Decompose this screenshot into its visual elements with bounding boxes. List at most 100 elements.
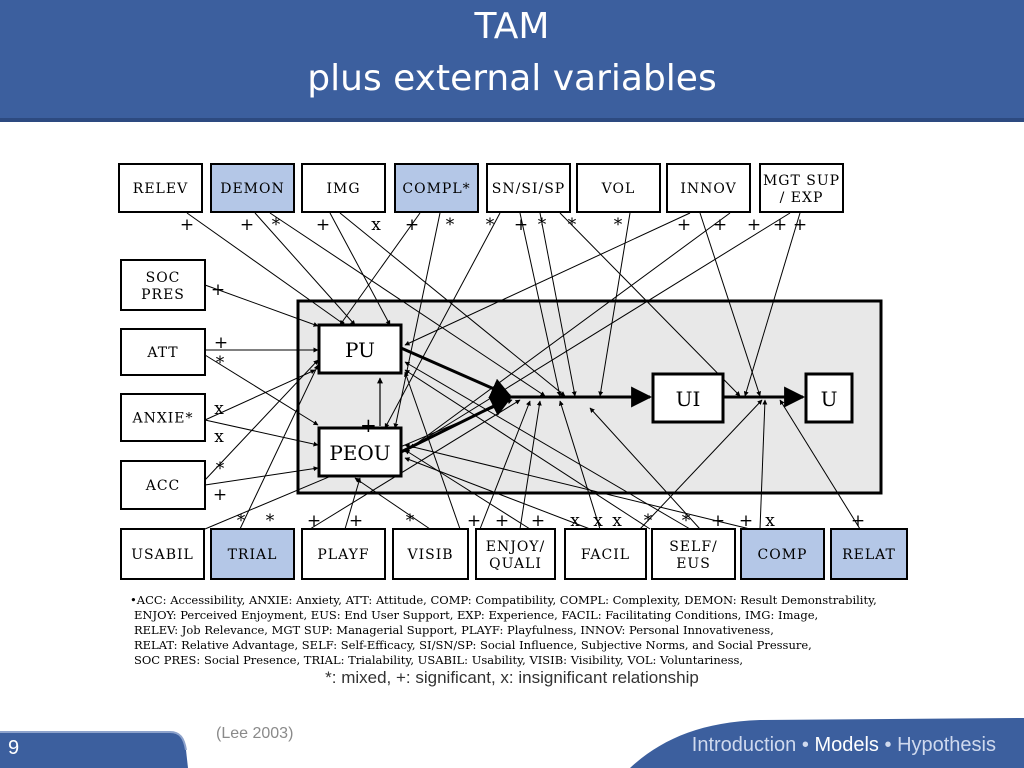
relationship-mark: *: [216, 459, 225, 479]
box-usabil: USABIL: [120, 528, 205, 580]
relationship-mark: +: [213, 485, 227, 505]
box-playf: PLAYF: [301, 528, 386, 580]
external-arrow: [186, 212, 346, 326]
relationship-mark: +: [739, 511, 753, 531]
external-arrow: [204, 466, 319, 486]
external-arrow: [699, 212, 761, 397]
external-arrow: [204, 359, 319, 481]
nav-hypothesis[interactable]: Hypothesis: [897, 734, 996, 756]
relationship-mark: +: [240, 215, 254, 235]
external-arrow: [404, 212, 691, 346]
external-arrow: [339, 212, 566, 397]
external-arrow: [479, 400, 531, 530]
relationship-mark: +: [316, 215, 330, 235]
relationship-mark: *: [538, 215, 547, 235]
nav-introduction[interactable]: Introduction: [691, 734, 797, 756]
external-arrow: [354, 477, 431, 530]
external-arrow: [759, 399, 768, 530]
box-label: VISIB: [406, 547, 453, 563]
external-arrow: [404, 443, 751, 530]
relationship-mark: +: [677, 215, 691, 235]
core-label: UI: [676, 387, 701, 411]
relationship-mark: *: [266, 511, 275, 531]
relationship-mark: +: [405, 215, 419, 235]
relationship-mark: +: [514, 215, 528, 235]
box-innov: INNOV: [666, 163, 751, 213]
section-nav: Introduction • Models • Hypothesis: [692, 734, 996, 757]
box-label: RELAT: [842, 547, 896, 563]
core-label: PEOU: [329, 441, 390, 465]
core-u: U: [804, 372, 854, 424]
relationship-mark: +: [214, 333, 228, 353]
box-anxie: ANXIE*: [120, 393, 206, 442]
box-label: SN/SI/SP: [492, 181, 565, 197]
relationship-mark: +: [793, 215, 807, 235]
box-label: INNOV: [680, 181, 736, 197]
relationship-mark: *: [568, 215, 577, 235]
box-img: IMG: [301, 163, 386, 213]
peou-pu-sign: +: [360, 413, 377, 437]
relationship-mark: +: [467, 511, 481, 531]
box-acc: ACC: [120, 460, 206, 510]
box-label-line1: MGT SUP: [763, 173, 840, 189]
box-vol: VOL: [576, 163, 661, 213]
core-peou: PEOU: [317, 426, 403, 478]
external-arrow: [404, 212, 731, 453]
legend-line: RELAT: Relative Advantage, SELF: Self-Ef…: [134, 638, 812, 652]
nav-models[interactable]: Models: [814, 734, 879, 756]
external-arrow: [589, 407, 701, 530]
box-label-line1: SELF/: [669, 539, 718, 555]
relationship-mark: x: [570, 511, 580, 531]
relationship-mark: *: [682, 511, 691, 531]
external-arrow: [519, 400, 542, 530]
box-mgt-sup-exp: MGT SUP/ EXP: [759, 163, 844, 213]
relationship-mark: x: [214, 427, 224, 447]
box-label-line2: QUALI: [489, 556, 542, 572]
relationship-mark: +: [307, 511, 321, 531]
abbreviation-legend: •ACC: Accessibility, ANXIE: Anxiety, ATT…: [130, 593, 930, 668]
external-arrow: [779, 399, 861, 530]
page-number: 9: [8, 737, 20, 759]
box-label: USABIL: [131, 547, 194, 563]
external-arrow: [409, 212, 791, 449]
external-arrow: [204, 369, 316, 421]
external-arrow: [393, 212, 441, 429]
box-label-line1: SOC: [146, 270, 181, 286]
relationship-mark: +: [349, 511, 363, 531]
box-att: ATT: [120, 328, 206, 376]
relationship-mark: +: [531, 511, 545, 531]
relationship-mark: *: [446, 215, 455, 235]
external-arrow: [254, 212, 356, 326]
relationship-mark: x: [214, 399, 224, 419]
box-label: ATT: [146, 345, 178, 361]
slide-subtitle: plus external variables: [307, 58, 717, 99]
relationship-mark: +: [747, 215, 761, 235]
box-label: PLAYF: [317, 547, 369, 563]
relationship-mark: x: [593, 511, 603, 531]
slide-footer: [0, 718, 1024, 768]
box-visib: VISIB: [392, 528, 469, 580]
core-label: PU: [345, 338, 375, 362]
relationship-mark: x: [612, 511, 622, 531]
relationship-mark: +: [180, 215, 194, 235]
external-arrow: [743, 212, 801, 397]
box-label-line2: EUS: [676, 556, 711, 572]
box-label: RELEV: [133, 181, 188, 197]
relationship-mark: *: [272, 215, 281, 235]
relationship-mark: *: [486, 215, 495, 235]
box-label-line1: ENJOY/: [486, 539, 546, 555]
relationship-arrows: [186, 212, 861, 530]
external-arrow: [204, 419, 319, 447]
box-label-line2: PRES: [141, 287, 185, 303]
external-arrow: [339, 212, 421, 326]
relationship-mark: +: [211, 280, 225, 300]
relationship-key: *: mixed, +: significant, x: insignifica…: [325, 668, 699, 687]
box-label: ACC: [145, 478, 181, 494]
relationship-mark: +: [851, 511, 865, 531]
box-demon: DEMON: [210, 163, 295, 213]
external-arrow: [559, 212, 741, 397]
external-arrow: [404, 361, 691, 530]
